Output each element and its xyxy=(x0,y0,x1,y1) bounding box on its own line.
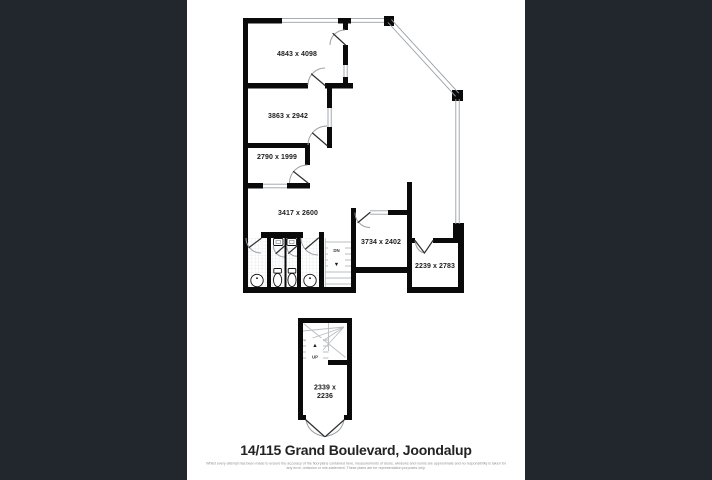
stairs-down-arrow-icon: ▼ xyxy=(334,262,339,268)
cistern-icon xyxy=(286,238,297,246)
walls-lower-room xyxy=(298,318,352,420)
door-room2 xyxy=(307,125,328,147)
plan-disclaimer: Whilst every attempt has been made to en… xyxy=(187,461,525,470)
room-label-3734: 3734 x 2402 xyxy=(361,239,401,246)
room-labels: 4843 x 4098 3863 x 2942 2790 x 1999 3417… xyxy=(257,51,455,400)
door-room1-side xyxy=(329,29,347,46)
plan-title: 14/115 Grand Boulevard, Joondalup xyxy=(240,442,472,458)
plan-disclaimer-line2: any error, omission or mis-statement. Th… xyxy=(286,465,426,471)
room-label-3417: 3417 x 2600 xyxy=(278,210,318,217)
entry-double-door xyxy=(305,419,345,438)
basin-icon xyxy=(250,273,264,288)
toilet-icon xyxy=(273,268,283,288)
stairs-up-label: UP xyxy=(312,355,318,360)
basin-icon xyxy=(303,273,317,288)
room-label-2339-line1: 2339 x xyxy=(314,385,336,392)
floorplan-image: DN ▼ ▲ UP xyxy=(187,0,525,480)
room-label-4843: 4843 x 4098 xyxy=(277,51,317,58)
door-room-3734 xyxy=(354,211,371,228)
room-label-3863: 3863 x 2942 xyxy=(268,113,308,120)
room-label-2790: 2790 x 1999 xyxy=(257,154,297,161)
door-room3 xyxy=(289,164,309,184)
toilet-icon xyxy=(287,268,297,288)
stairs-up-arrow-icon: ▲ xyxy=(312,343,317,349)
bathroom-fixtures xyxy=(250,238,317,288)
room-label-2239: 2239 x 2783 xyxy=(415,263,455,270)
walls-upper-plan xyxy=(243,16,464,293)
door-wc1 xyxy=(273,245,286,258)
windows xyxy=(263,18,460,224)
plan-disclaimer-line1: Whilst every attempt has been made to en… xyxy=(206,461,506,466)
door-arcs xyxy=(245,29,434,258)
door-wc2 xyxy=(286,245,298,257)
stairs-up: ▲ UP xyxy=(302,323,346,360)
cistern-icon xyxy=(273,238,284,246)
stairs-down: DN ▼ xyxy=(324,238,351,287)
door-room1-bottom xyxy=(307,67,326,87)
door-bathroom-right xyxy=(300,237,320,256)
stairs-down-label: DN xyxy=(333,248,339,253)
door-bathroom-left xyxy=(245,237,262,254)
room-label-2339-line2: 2236 xyxy=(317,393,333,400)
floorplan-svg: DN ▼ ▲ UP xyxy=(243,16,464,438)
door-room-2239 xyxy=(414,239,434,255)
